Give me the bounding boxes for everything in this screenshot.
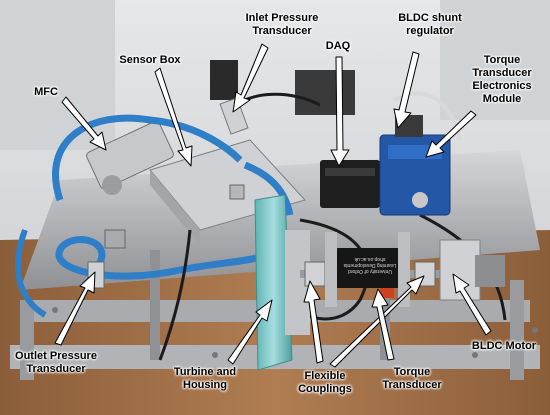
label-inlet-pressure-transducer: Inlet Pressure Transducer [245,12,319,37]
daq-box [320,160,380,208]
arrow-bldc-motor [452,273,492,336]
fitting-2 [104,229,126,249]
arrow-torque-electronics [425,110,477,158]
arrow-turbine [227,299,273,365]
daq-terminal [325,168,375,176]
arrow-mfc [61,96,107,151]
arrow-inlet-pressure [232,43,269,113]
arrow-daq [330,56,350,167]
arrow-flexible-coupling-1 [303,280,324,364]
frame-post-mid [150,250,160,360]
annotation-arrows [54,43,492,368]
bolt [52,307,58,313]
label-mfc: MFC [34,86,58,98]
inlet-pressure-transducer-body [219,97,249,135]
arrow-bldc-shunt [393,51,420,129]
torque-transducer-sticker-text: University of OxfordLearning Development… [343,256,396,274]
black-box-back [295,70,355,115]
blue-tube-2 [55,236,267,280]
mfc-fitting [102,175,122,195]
label-torque-transducer: Torque Transducer [382,366,442,391]
bolt [212,352,218,358]
bolt [532,327,538,333]
mfc-body [86,120,174,190]
label-flexible-couplings: Flexible Couplings [298,370,352,395]
window-left [0,0,115,150]
torque-transducer-connector [380,288,394,298]
fitting-1 [229,184,245,200]
flexible-coupling-1 [304,261,326,287]
arrow-sensor-box [154,67,193,167]
arrow-flexible-coupling-2 [329,275,425,368]
torque-transducer-body [335,248,405,288]
blue-tube-4 [15,228,47,318]
wall-socket [210,60,238,100]
torque-transducer-sticker-line: Learning Developments [343,262,396,268]
torque-transducer-sticker-line: shop.ox.ac.uk [354,256,385,262]
blue-tube-3 [243,161,294,216]
cabinet-right [440,0,550,120]
arrow-outlet-pressure [54,271,96,346]
label-torque-transducer-electronics-module: Torque Transducer Electronics Module [472,54,532,105]
frame-leg-right [510,280,524,380]
mount-plate-1 [325,232,337,307]
mount-plate-2 [398,232,410,307]
label-sensor-box: Sensor Box [119,54,181,66]
label-bldc-shunt-regulator: BLDC shunt regulator [398,12,462,37]
label-turbine-and-housing: Turbine and Housing [173,366,237,391]
label-bldc-motor: BLDC Motor [471,340,537,352]
torque-transducer-sticker-line: University of Oxford [348,268,392,274]
sensor-box-side [150,170,200,245]
label-daq: DAQ [325,40,351,52]
blue-tube-1 [52,114,243,202]
bldc-motor-body [475,255,505,287]
electronics-module-connector [412,192,428,208]
bolt [472,352,478,358]
arrow-torque-transducer [371,288,395,361]
label-outlet-pressure-transducer: Outlet Pressure Transducer [15,350,97,375]
frame-leg-left [20,300,34,380]
cable-2 [158,229,192,361]
